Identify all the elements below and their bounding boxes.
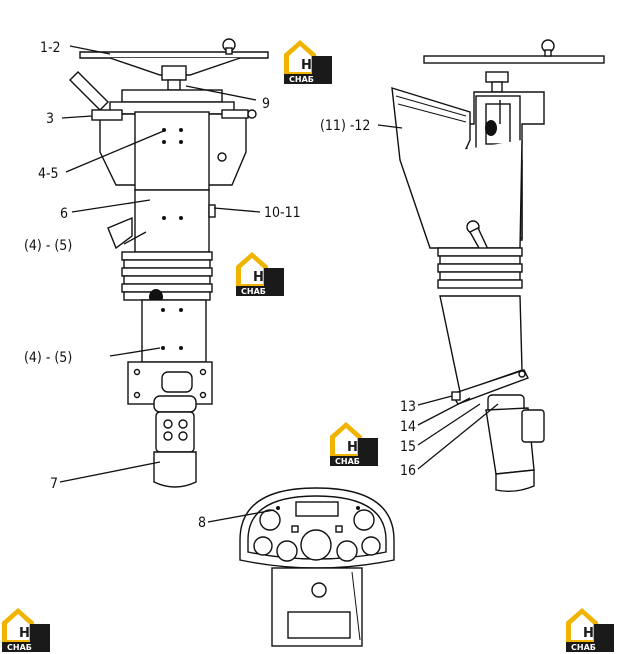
svg-text:CHAБ: CHAБ <box>571 643 596 652</box>
house-logo-icon: H3 CHAБ <box>236 252 284 296</box>
callout-3: 3 <box>46 111 54 127</box>
callout-16: 16 <box>400 463 416 479</box>
callout-11-12: (11) -12 <box>320 118 370 134</box>
svg-text:H3: H3 <box>347 440 367 455</box>
callout-4-5-lower: (4) - (5) <box>24 350 72 366</box>
callout-9: 9 <box>262 96 270 112</box>
bellows <box>121 251 213 301</box>
callout-6: 6 <box>60 206 68 222</box>
side-bellows <box>437 247 523 289</box>
callout-4-5: 4-5 <box>38 166 59 182</box>
callout-4-5-upper: (4) - (5) <box>24 238 72 254</box>
svg-text:CHAБ: CHAБ <box>241 287 266 296</box>
svg-text:H3: H3 <box>583 626 603 641</box>
svg-text:CHAБ: CHAБ <box>289 75 314 84</box>
side-view-assembly <box>391 39 605 493</box>
callout-13: 13 <box>400 399 416 415</box>
svg-text:H3: H3 <box>19 626 39 641</box>
callout-8: 8 <box>198 515 206 531</box>
svg-text:CHAБ: CHAБ <box>335 457 360 466</box>
callout-15: 15 <box>400 439 416 455</box>
callout-7: 7 <box>50 476 58 492</box>
svg-text:CHAБ: CHAБ <box>7 643 32 652</box>
front-view-assembly <box>69 38 269 488</box>
callout-14: 14 <box>400 419 416 435</box>
house-logo-icon: H3 CHAБ <box>566 608 614 652</box>
callout-1-2: 1-2 <box>40 40 61 56</box>
leader-lines <box>59 45 499 523</box>
svg-text:H3: H3 <box>301 58 321 73</box>
house-logo-icon: H3 CHAБ <box>2 608 50 652</box>
house-logo-icon: H3 CHAБ <box>284 40 332 84</box>
instrument-panel <box>239 487 395 647</box>
house-logo-icon: H3 CHAБ <box>330 422 378 466</box>
svg-text:H3: H3 <box>253 270 273 285</box>
callout-10-11: 10-11 <box>264 205 301 221</box>
